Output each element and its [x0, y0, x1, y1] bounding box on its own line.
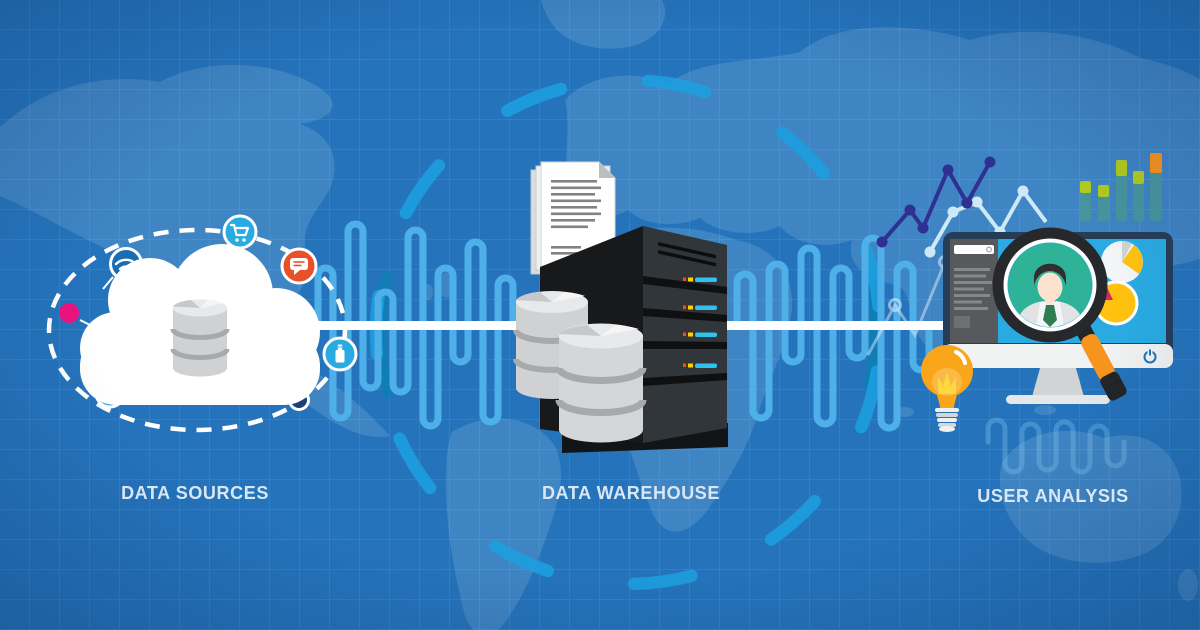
label-user-analysis: USER ANALYSIS [977, 486, 1129, 506]
label-data-sources: DATA SOURCES [121, 483, 269, 503]
label-data-warehouse: DATA WAREHOUSE [542, 483, 720, 503]
